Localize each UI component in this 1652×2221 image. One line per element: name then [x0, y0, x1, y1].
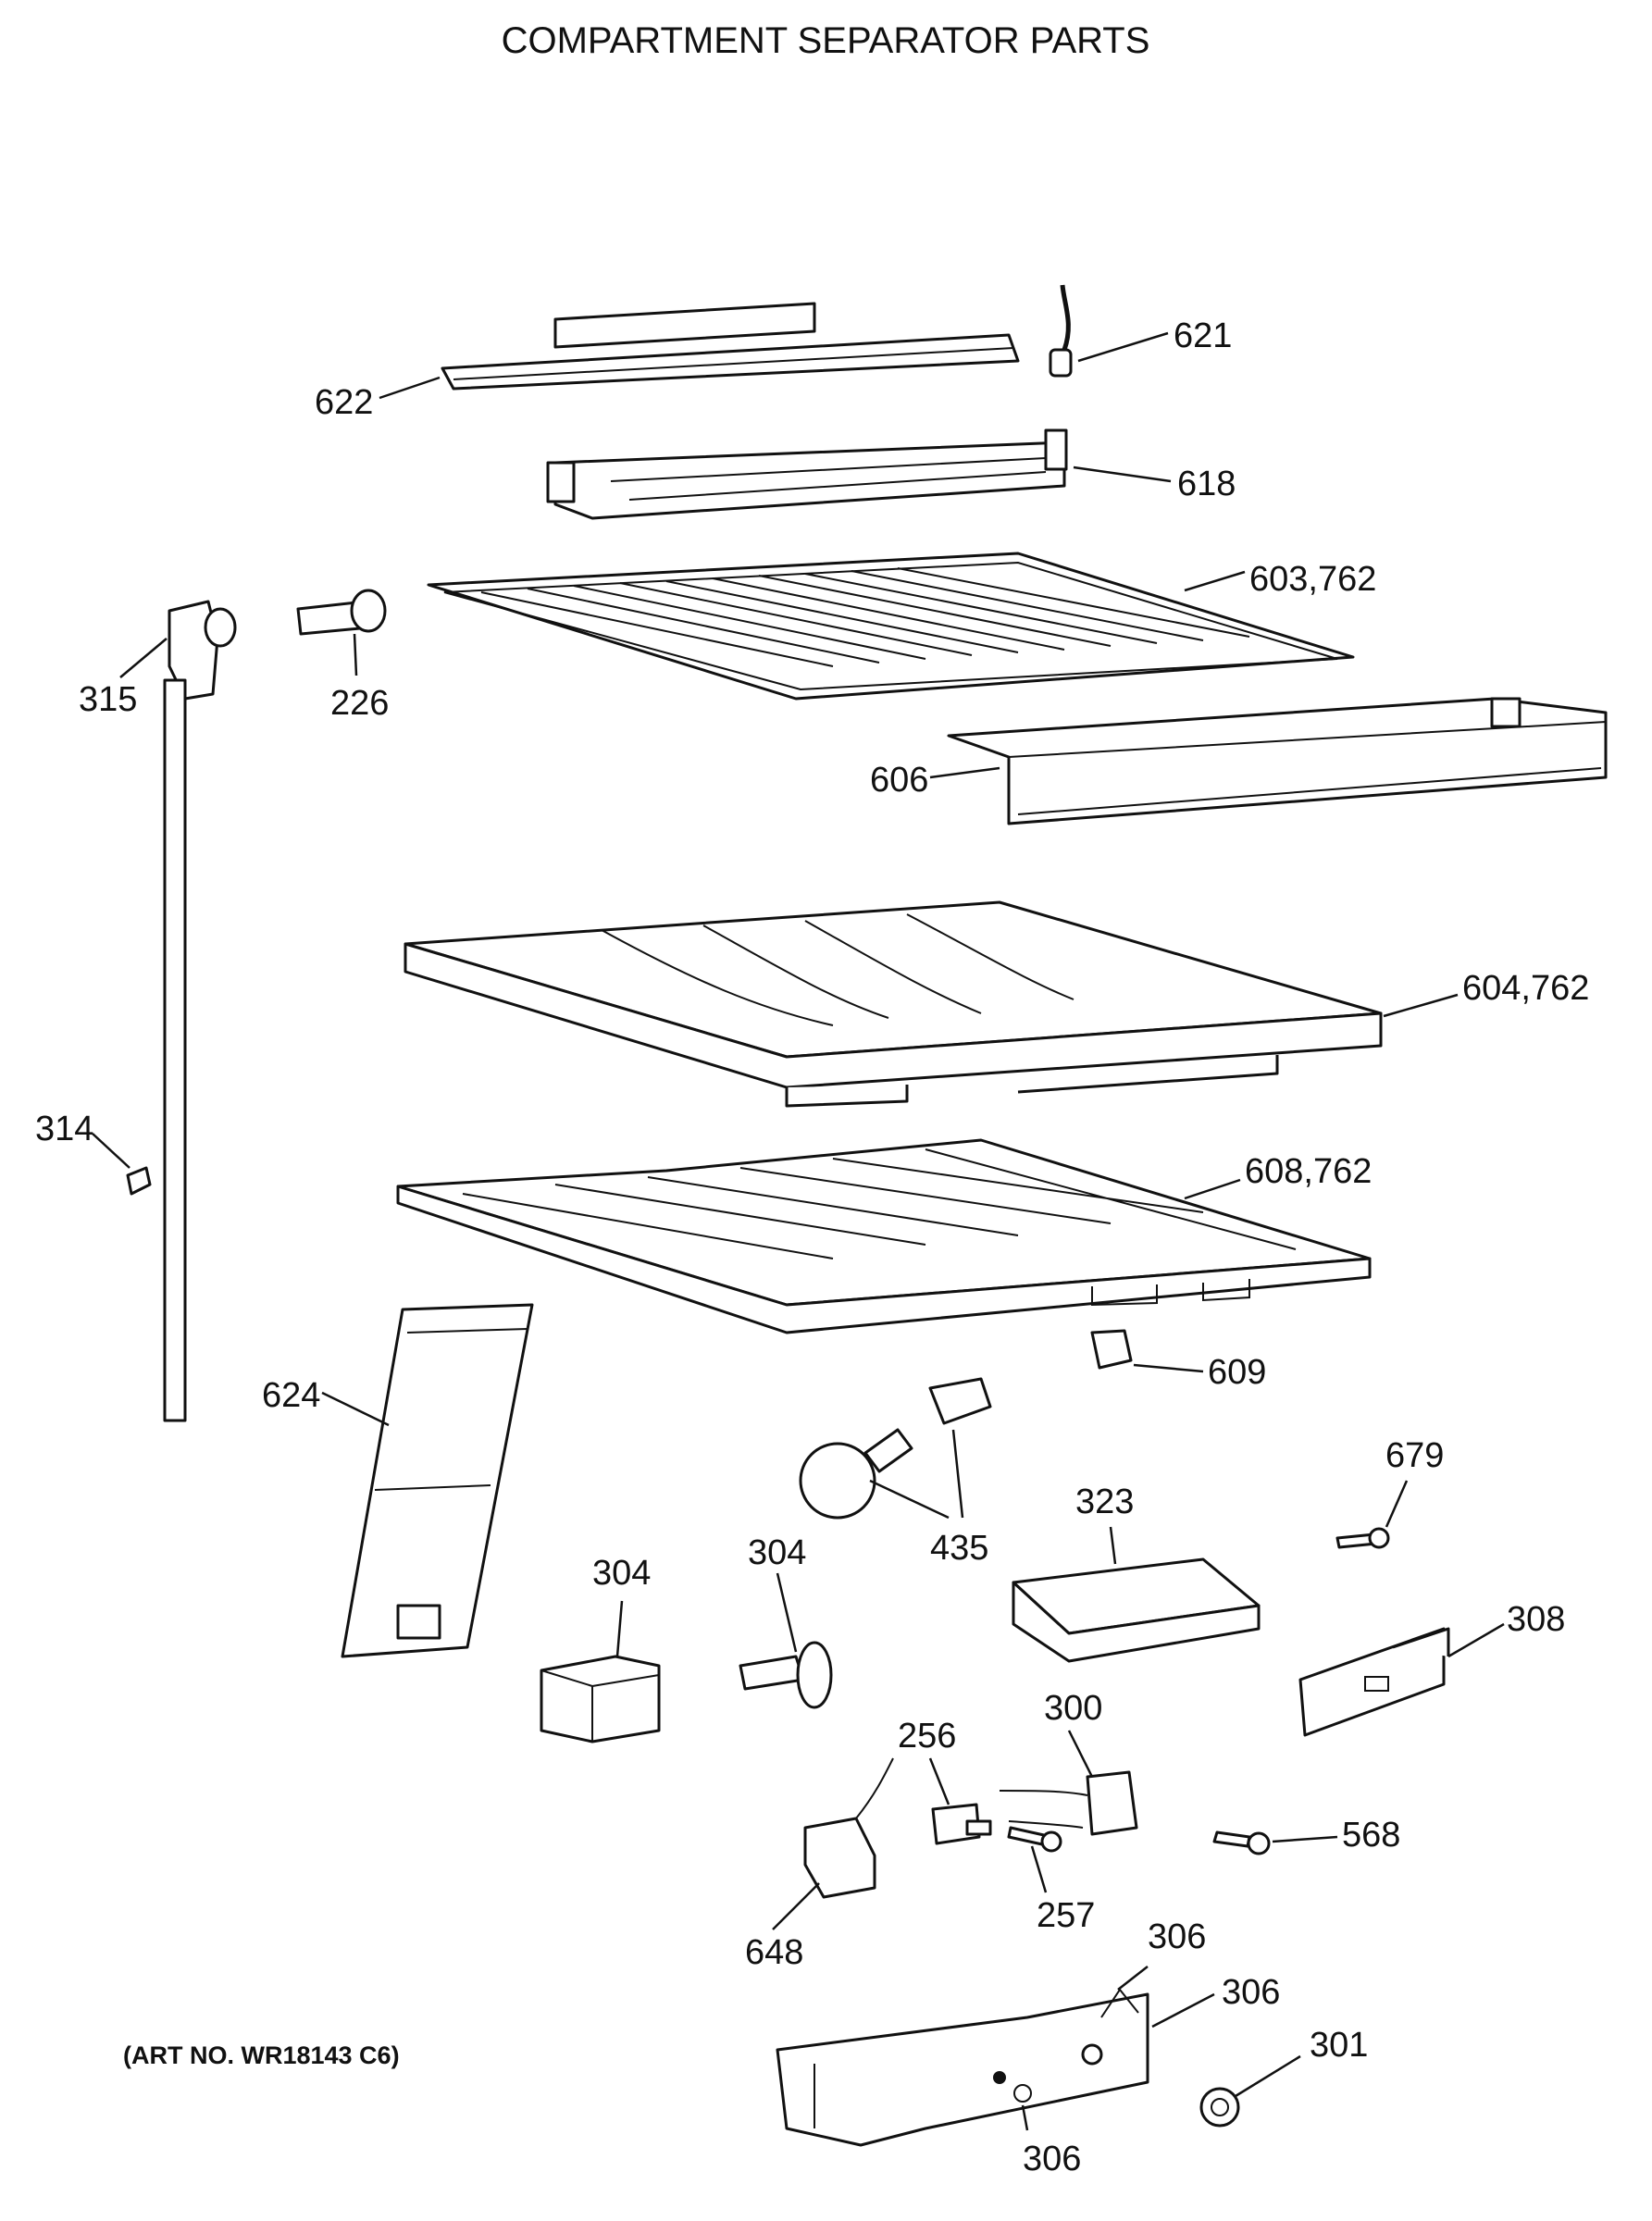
part-621-connector	[1049, 284, 1073, 378]
leader-226	[353, 633, 358, 676]
label-604: 604,762	[1462, 969, 1589, 1008]
part-314-clip	[126, 1166, 152, 1196]
label-315: 315	[79, 680, 137, 719]
leader-606	[929, 766, 1000, 779]
part-304b-dial	[739, 1641, 833, 1709]
label-679: 679	[1385, 1436, 1444, 1475]
label-314: 314	[35, 1110, 93, 1148]
label-306b: 306	[1222, 1973, 1280, 2012]
label-304a: 304	[592, 1554, 651, 1593]
part-568-screw	[1212, 1830, 1271, 1855]
leader-621	[1077, 331, 1169, 363]
label-306c: 306	[1023, 2140, 1081, 2178]
label-622: 622	[315, 383, 373, 422]
part-606-trim	[947, 697, 1608, 825]
leader-608	[1184, 1178, 1241, 1200]
part-306-housing	[776, 1988, 1149, 2147]
art-number: (ART NO. WR18143 C6)	[123, 2041, 400, 2069]
label-608: 608,762	[1245, 1152, 1372, 1191]
part-608-separator	[396, 1138, 1372, 1334]
label-300: 300	[1044, 1689, 1102, 1728]
part-622-cover	[441, 302, 1020, 391]
label-323: 323	[1075, 1483, 1134, 1521]
label-301: 301	[1310, 2026, 1368, 2065]
leader-624	[321, 1391, 390, 1427]
label-257: 257	[1037, 1896, 1095, 1935]
part-301-plug	[1199, 2087, 1240, 2128]
label-256: 256	[898, 1717, 956, 1756]
part-rod	[163, 678, 187, 1422]
label-618: 618	[1177, 465, 1236, 503]
part-679-screw	[1335, 1527, 1390, 1549]
leader-308	[1447, 1622, 1505, 1658]
part-604-shelf	[404, 900, 1383, 1108]
leader-304a	[615, 1600, 624, 1657]
leader-315	[119, 638, 168, 678]
part-257-screw	[1007, 1826, 1062, 1853]
part-618-bracket	[546, 428, 1068, 520]
diagram-title: COMPARTMENT SEPARATOR PARTS	[502, 20, 1150, 61]
label-606: 606	[870, 761, 928, 800]
label-435: 435	[930, 1529, 988, 1568]
label-568: 568	[1342, 1816, 1400, 1855]
label-308: 308	[1507, 1600, 1565, 1639]
leader-306b	[1151, 1992, 1215, 2029]
leader-568	[1272, 1835, 1338, 1843]
label-648: 648	[745, 1933, 803, 1972]
label-603: 603,762	[1249, 560, 1376, 599]
leader-314	[92, 1133, 130, 1169]
label-306a: 306	[1148, 1917, 1206, 1956]
leader-618	[1073, 465, 1172, 483]
part-609-clip	[1090, 1329, 1133, 1370]
part-300-switch	[999, 1770, 1138, 1836]
leader-603	[1184, 570, 1246, 592]
part-603-shelf	[427, 552, 1355, 701]
leader-679	[1385, 1480, 1409, 1528]
leader-304b	[776, 1572, 798, 1653]
part-648-relay	[803, 1757, 894, 1899]
label-226: 226	[330, 684, 389, 723]
leader-301	[1235, 2054, 1301, 2098]
part-315-hinge	[168, 600, 237, 701]
label-624: 624	[262, 1376, 320, 1415]
leader-604	[1383, 993, 1459, 1018]
leader-300	[1067, 1730, 1094, 1778]
part-323-bracket	[1012, 1557, 1261, 1663]
leader-609	[1133, 1363, 1204, 1373]
leader-256	[928, 1757, 950, 1805]
leader-306c	[1021, 2104, 1029, 2131]
label-621: 621	[1174, 316, 1232, 355]
part-624-panel	[341, 1303, 534, 1658]
part-226-pin	[296, 589, 387, 636]
label-609: 609	[1208, 1353, 1266, 1392]
part-256-switch	[931, 1803, 992, 1845]
part-304a-control	[540, 1655, 661, 1743]
label-304b: 304	[748, 1533, 806, 1572]
leader-306a	[1117, 1966, 1149, 1991]
leader-622	[379, 376, 441, 400]
leader-648	[772, 1882, 820, 1930]
part-308-plate	[1298, 1627, 1450, 1737]
leader-435	[869, 1429, 964, 1520]
part-435-bulb	[799, 1377, 992, 1520]
leader-323	[1109, 1526, 1117, 1565]
leader-257	[1030, 1845, 1048, 1893]
